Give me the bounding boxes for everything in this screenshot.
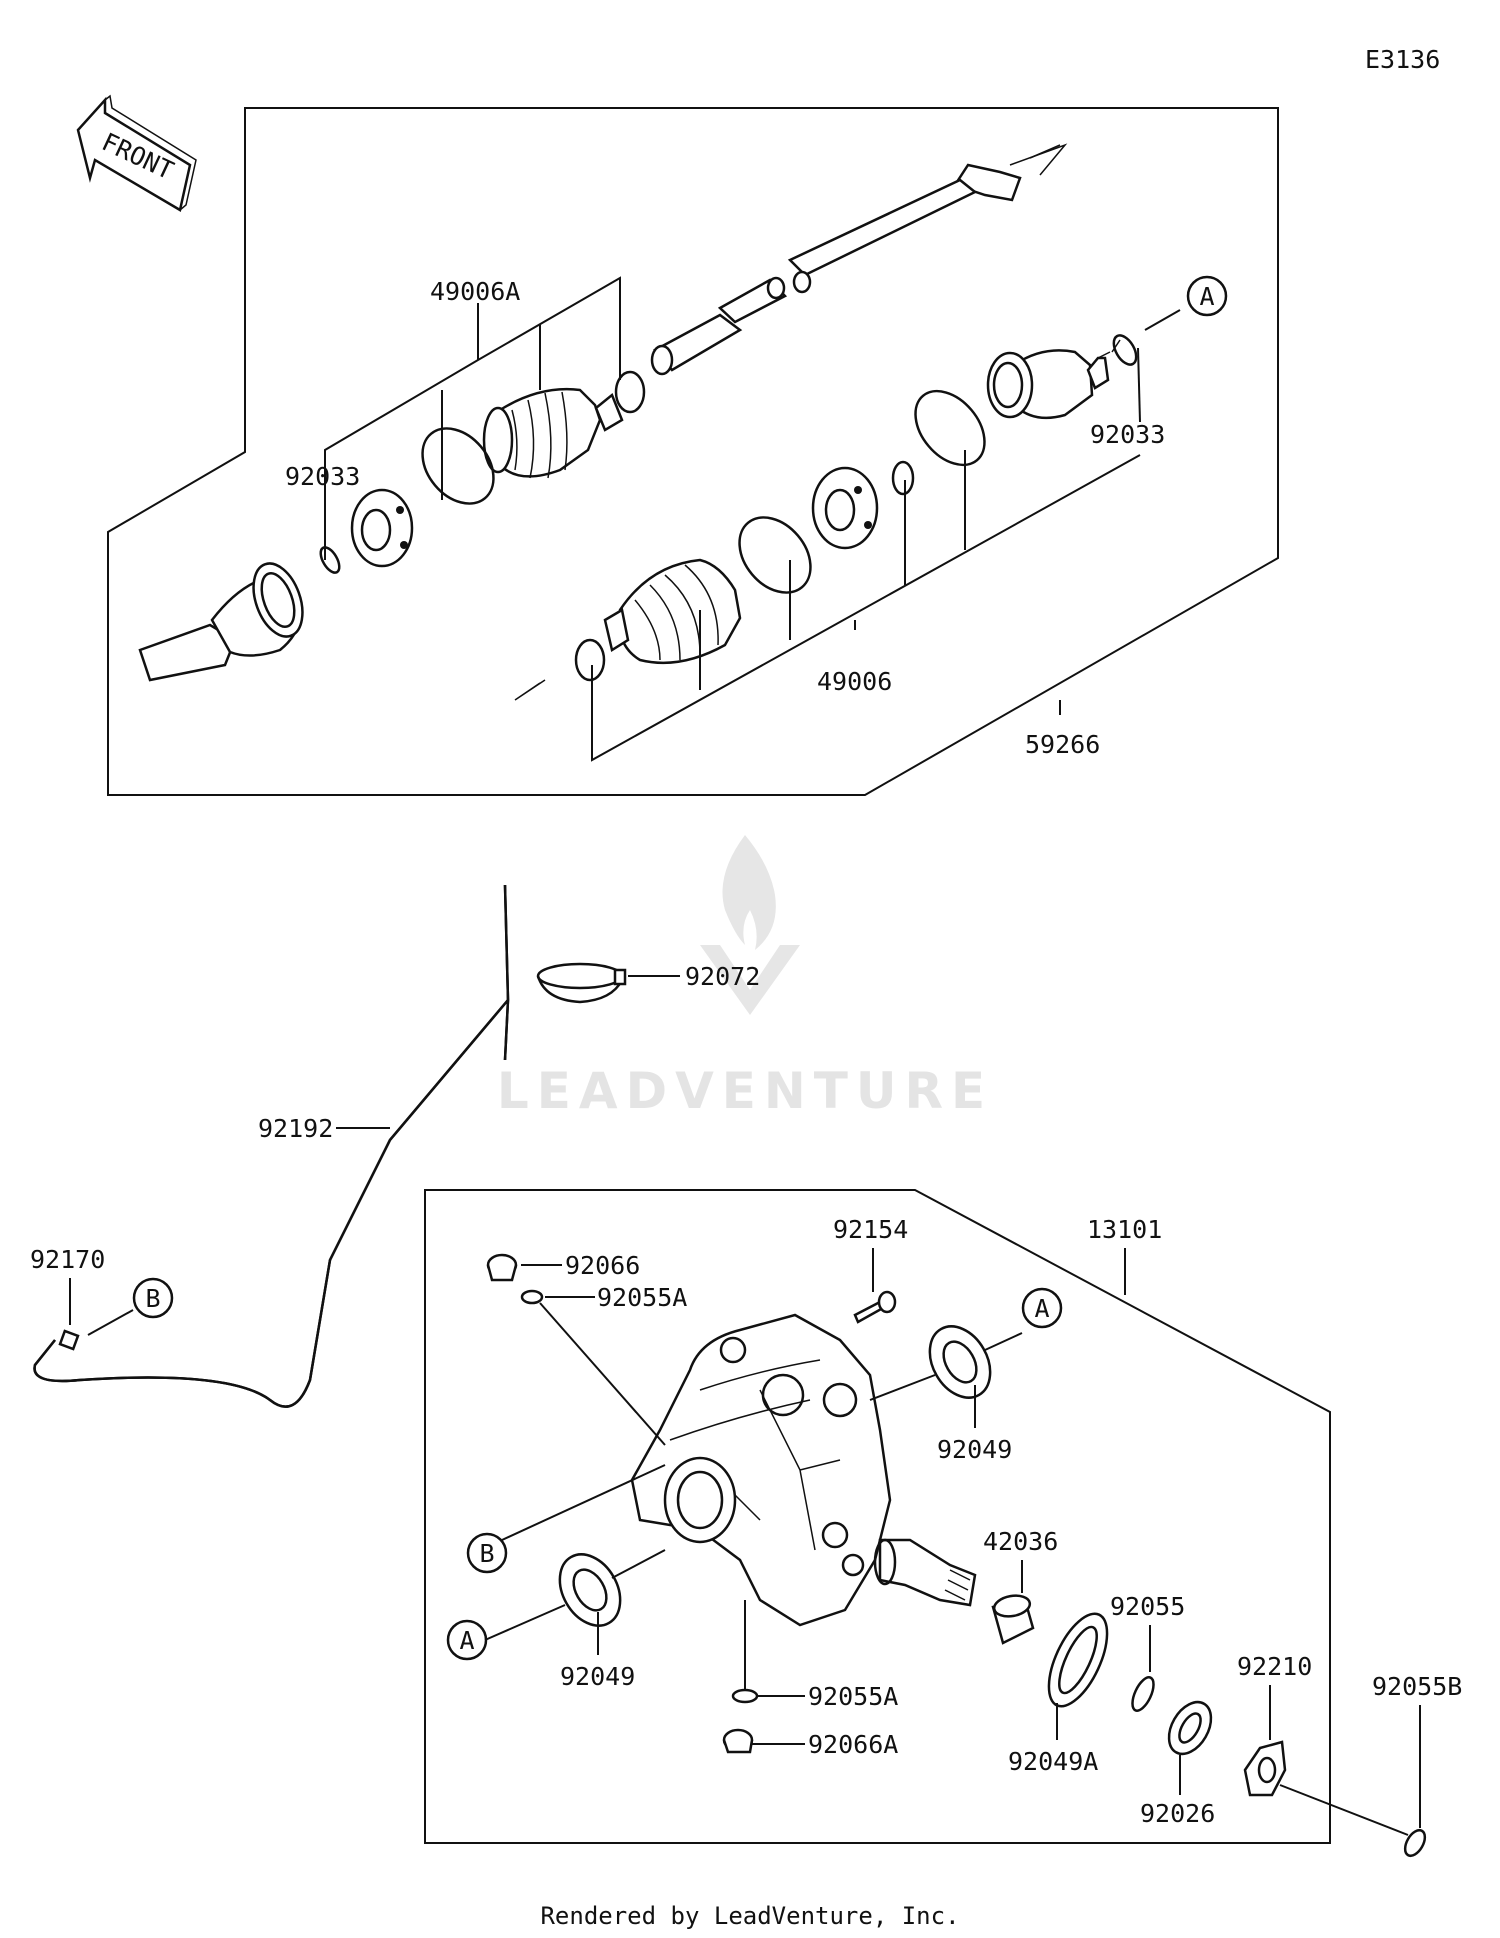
leader-a-right <box>869 1332 1023 1401</box>
label-92066: 92066 <box>565 1251 640 1280</box>
front-arrow-icon: FRONT <box>76 94 197 212</box>
leader-92055b <box>1279 1705 1421 1836</box>
frame-59266 <box>107 107 1279 796</box>
label-92055: 92055 <box>1110 1592 1185 1621</box>
svg-text:B: B <box>145 1284 160 1313</box>
label-92192: 92192 <box>258 1114 333 1143</box>
footer-credit: Rendered by LeadVenture, Inc. <box>540 1902 959 1930</box>
svg-text:A: A <box>1199 282 1214 311</box>
callout-b-left <box>132 1277 174 1319</box>
front-label: FRONT <box>97 127 177 185</box>
leader-b-left <box>87 1309 134 1336</box>
svg-text:B: B <box>479 1539 494 1568</box>
callout-a-top <box>1186 275 1228 317</box>
callout-a-lower <box>446 1619 488 1661</box>
leader-49006 <box>591 450 1141 762</box>
watermark-text: LEADVENTURE <box>497 1062 993 1120</box>
svg-text:A: A <box>1034 1294 1049 1323</box>
svg-text:A: A <box>459 1626 474 1655</box>
label-92154: 92154 <box>833 1215 908 1244</box>
label-49006a: 49006A <box>430 277 520 306</box>
label-92170: 92170 <box>30 1245 105 1274</box>
breather-hose: 92072 92192 92170 B <box>30 884 760 1408</box>
label-92049-right: 92049 <box>937 1435 1012 1464</box>
label-92066a: 92066A <box>808 1730 898 1759</box>
label-92072: 92072 <box>685 962 760 991</box>
leader-a-top <box>1144 309 1181 331</box>
callout-b-lower <box>466 1532 508 1574</box>
leader-92033-right <box>1137 347 1141 423</box>
drive-shaft-assembly: 49006A 92033 92033 49006 59266 A <box>107 107 1279 796</box>
leader-92055a-diag <box>539 1302 666 1446</box>
label-92049a: 92049A <box>1008 1747 1098 1776</box>
label-49006: 49006 <box>817 667 892 696</box>
final-gear-case-assembly: 92066 92055A 92154 13101 92049 42036 920… <box>424 1189 1462 1858</box>
frame-13101 <box>424 1189 1331 1844</box>
label-92026: 92026 <box>1140 1799 1215 1828</box>
leader-a-lower <box>484 1549 666 1641</box>
label-92049-left: 92049 <box>560 1662 635 1691</box>
label-59266: 59266 <box>1025 730 1100 759</box>
leadventure-watermark: LEADVENTURE <box>497 835 993 1120</box>
label-13101: 13101 <box>1087 1215 1162 1244</box>
callout-a-right <box>1021 1287 1063 1329</box>
label-92033-left: 92033 <box>285 462 360 491</box>
leader-49006a <box>324 276 621 560</box>
diagram-code: E3136 <box>1365 45 1440 74</box>
label-92210: 92210 <box>1237 1652 1312 1681</box>
leader-b-lower <box>501 1464 666 1541</box>
label-92055a-top: 92055A <box>597 1283 687 1312</box>
label-92055a-bottom: 92055A <box>808 1682 898 1711</box>
label-92033-right: 92033 <box>1090 420 1165 449</box>
label-42036: 42036 <box>983 1527 1058 1556</box>
label-92055b: 92055B <box>1372 1672 1462 1701</box>
